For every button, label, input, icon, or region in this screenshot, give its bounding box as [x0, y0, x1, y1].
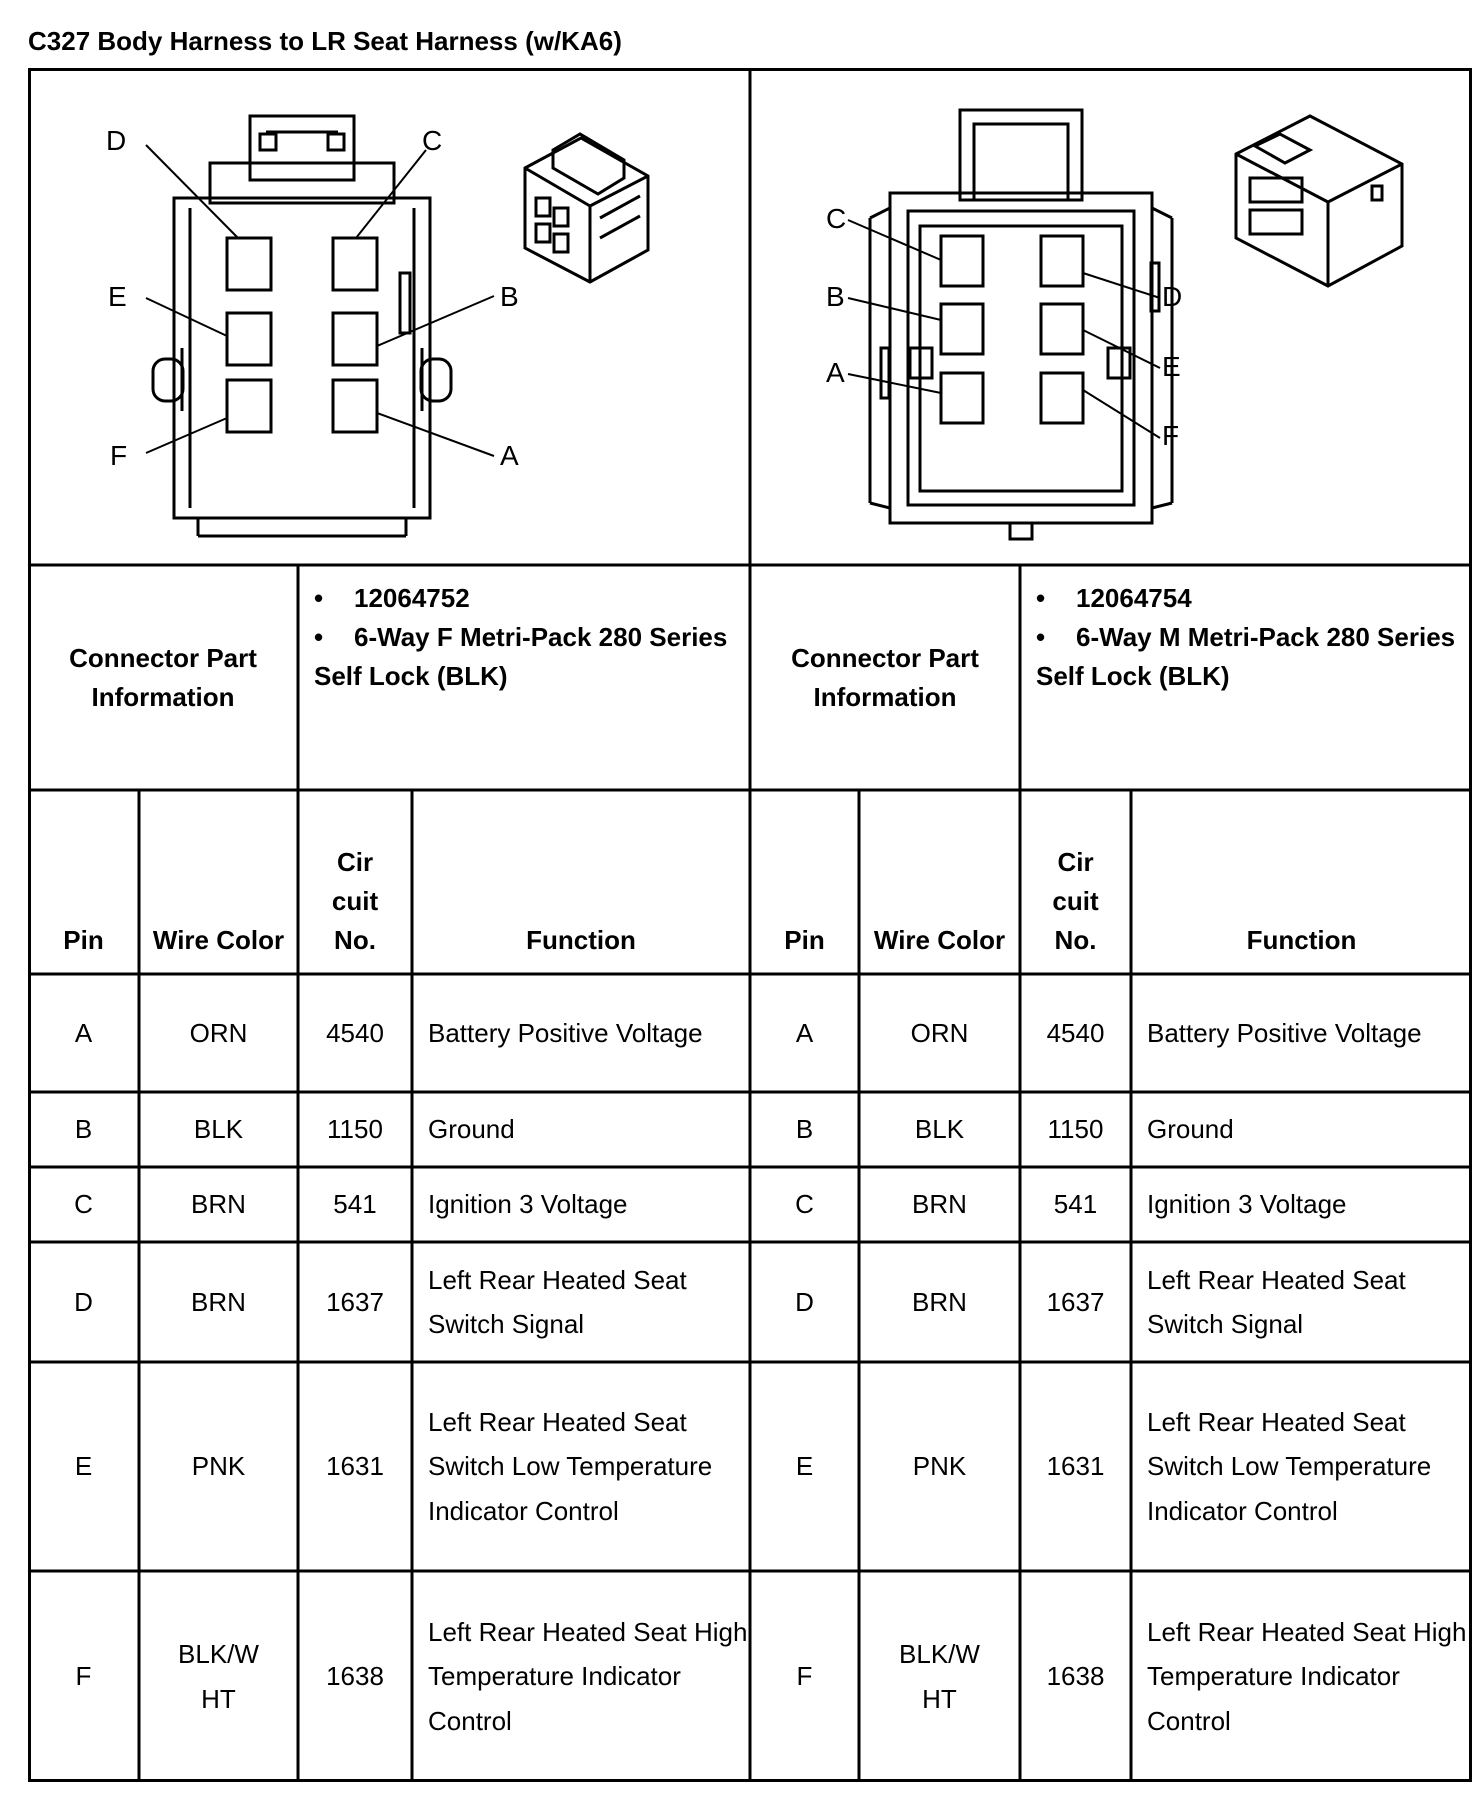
left-connector-diagram: D C E B F A [106, 114, 650, 538]
right-row-a-wire-color: ORN [910, 1017, 969, 1048]
left-row-a-wire-color: ORN [189, 1017, 248, 1048]
right-row-e-pin: E [795, 1451, 814, 1481]
left-row-b-pin: B [74, 1114, 93, 1144]
left-row-f-wire-color: BLK/W HT [178, 1639, 259, 1714]
left-pin-label-e: E [108, 281, 127, 312]
left-pin-label-f: F [110, 440, 127, 471]
right-row-e-wire-color: PNK [912, 1451, 967, 1482]
right-row-a-function: Battery Positive Voltage [1147, 1017, 1422, 1048]
right-row-e-function: Left Rear Heated Seat Switch Low Tempera… [1147, 1406, 1432, 1526]
left-row-b-function: Ground [428, 1114, 515, 1145]
left-part-description: •6-Way F Metri-Pack 280 Series Self Lock… [314, 622, 728, 691]
right-row-d-wire-color: BRN [912, 1286, 967, 1317]
left-row-e-function: Left Rear Heated Seat Switch Low Tempera… [428, 1406, 713, 1526]
right-part-description: •6-Way M Metri-Pack 280 Series Self Lock… [1036, 622, 1456, 691]
right-row-a-circuit: 4540 [1046, 1017, 1105, 1048]
left-pin-label-d: D [106, 125, 126, 156]
left-row-c-function: Ignition 3 Voltage [428, 1189, 628, 1220]
right-row-d-circuit: 1637 [1046, 1286, 1105, 1317]
right-connector-info-label: Connector Part Information [791, 642, 979, 712]
right-part-number: •12064754 [1036, 583, 1192, 613]
left-pin-label-b: B [500, 281, 519, 312]
right-row-c-circuit: 541 [1053, 1189, 1098, 1219]
right-pin-label-a: A [826, 357, 845, 388]
left-row-e-circuit: 1631 [326, 1451, 384, 1481]
left-row-c-wire-color: BRN [191, 1189, 246, 1220]
connector-table: D C E B F A [28, 68, 1472, 1782]
left-header-circuit: Cir cuit No. [331, 847, 379, 955]
left-row-d-function: Left Rear Heated Seat Switch Signal [428, 1264, 687, 1340]
left-row-f-circuit: 1638 [326, 1661, 384, 1691]
left-pin-label-c: C [422, 125, 442, 156]
right-row-f-function: Left Rear Heated Seat High Temperature I… [1147, 1616, 1467, 1736]
left-header-function: Function [526, 925, 636, 955]
right-row-f-circuit: 1638 [1046, 1661, 1105, 1691]
right-row-c-function: Ignition 3 Voltage [1147, 1189, 1347, 1220]
right-pin-cavities [939, 234, 1085, 425]
right-row-b-circuit: 1150 [1047, 1114, 1104, 1144]
left-part-number: •12064752 [314, 583, 470, 613]
right-row-b-wire-color: BLK [914, 1114, 965, 1145]
left-header-wire-color: Wire Color [152, 925, 285, 955]
right-row-d-function: Left Rear Heated Seat Switch Signal [1147, 1264, 1406, 1340]
right-row-b-pin: B [795, 1114, 814, 1144]
right-pin-label-f: F [1162, 420, 1179, 451]
right-header-circuit: Cir cuit No. [1052, 847, 1099, 955]
left-row-d-circuit: 1637 [326, 1286, 384, 1317]
left-row-b-wire-color: BLK [193, 1114, 244, 1145]
left-row-f-pin: F [75, 1661, 92, 1691]
left-connector-3d-view [523, 132, 650, 284]
right-row-c-pin: C [795, 1189, 814, 1219]
left-row-c-pin: C [74, 1189, 93, 1219]
right-row-f-pin: F [796, 1661, 813, 1691]
right-pin-label-e: E [1162, 351, 1181, 382]
right-row-a-pin: A [795, 1017, 814, 1048]
left-row-d-pin: D [74, 1286, 93, 1317]
table-grid-lines [28, 68, 1472, 1782]
left-row-a-function: Battery Positive Voltage [428, 1017, 703, 1048]
left-pin-cavities [225, 236, 379, 434]
right-row-f-wire-color: BLK/W HT [899, 1639, 980, 1714]
right-pin-label-d: D [1162, 281, 1182, 312]
left-row-a-circuit: 4540 [326, 1017, 384, 1048]
left-row-e-wire-color: PNK [191, 1451, 246, 1482]
right-pin-label-b: B [826, 281, 845, 312]
left-row-a-pin: A [74, 1017, 93, 1048]
right-row-c-wire-color: BRN [912, 1189, 967, 1220]
left-row-b-circuit: 1150 [327, 1114, 383, 1144]
right-header-pin: Pin [784, 925, 825, 955]
left-header-pin: Pin [63, 925, 104, 955]
right-row-d-pin: D [795, 1286, 814, 1317]
right-row-e-circuit: 1631 [1046, 1451, 1105, 1481]
left-pin-label-a: A [500, 440, 519, 471]
right-connector-diagram: C B A D E F [826, 108, 1404, 541]
right-connector-3d-view [1234, 114, 1404, 288]
left-connector-info-label: Connector Part Information [69, 642, 257, 712]
left-connector-part-info: •12064752 •6-Way F Metri-Pack 280 Series… [298, 565, 750, 790]
left-row-c-circuit: 541 [333, 1189, 377, 1219]
right-connector-part-info: •12064754 •6-Way M Metri-Pack 280 Series… [1020, 565, 1472, 790]
left-row-e-pin: E [74, 1451, 93, 1481]
page-title: C327 Body Harness to LR Seat Harness (w/… [28, 26, 622, 56]
right-header-wire-color: Wire Color [873, 925, 1006, 955]
left-row-d-wire-color: BRN [191, 1286, 246, 1317]
right-header-function: Function [1246, 925, 1357, 955]
right-row-b-function: Ground [1147, 1114, 1234, 1145]
left-row-f-function: Left Rear Heated Seat High Temperature I… [428, 1616, 748, 1736]
right-pin-label-c: C [826, 203, 846, 234]
